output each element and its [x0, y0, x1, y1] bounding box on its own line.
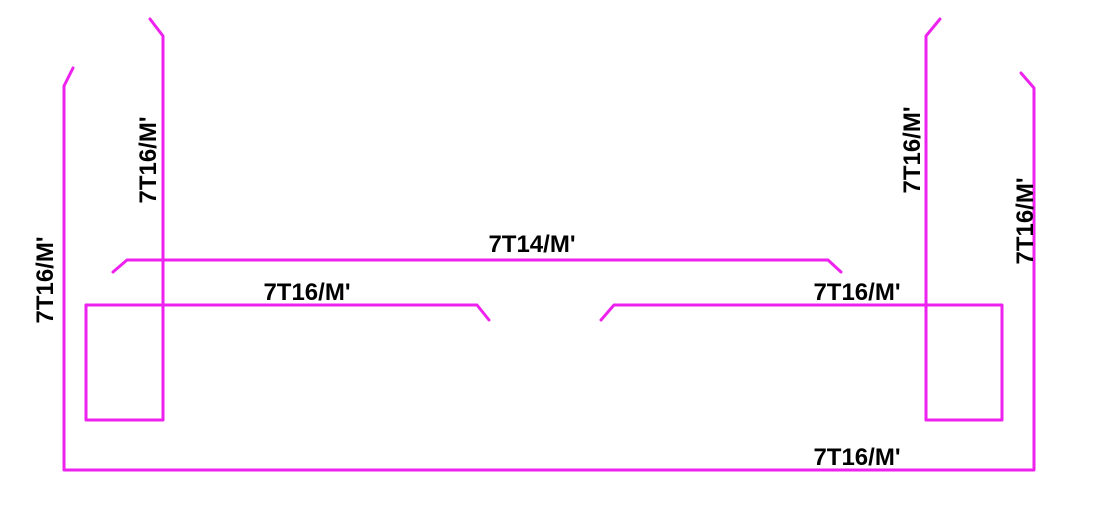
label-left-inner-vertical: 7T16/M': [135, 116, 162, 203]
label-right-short-bar: 7T16/M': [813, 279, 900, 306]
label-right-outer-vertical: 7T16/M': [1012, 177, 1039, 264]
label-top-long-bar: 7T14/M': [488, 231, 575, 258]
top-long-bar: [111, 258, 843, 274]
right-inner-vertical-bar: [924, 17, 942, 422]
left-short-bar: [84, 303, 491, 322]
label-right-inner-vertical: 7T16/M': [899, 106, 926, 193]
label-bottom-bar: 7T16/M': [813, 444, 900, 471]
label-left-outer-vertical: 7T16/M': [32, 236, 59, 323]
outer-u-bar: [62, 66, 1036, 472]
label-left-short-bar: 7T16/M': [263, 279, 350, 306]
left-inner-vertical-bar: [84, 17, 165, 422]
right-short-bar: [599, 303, 1004, 422]
